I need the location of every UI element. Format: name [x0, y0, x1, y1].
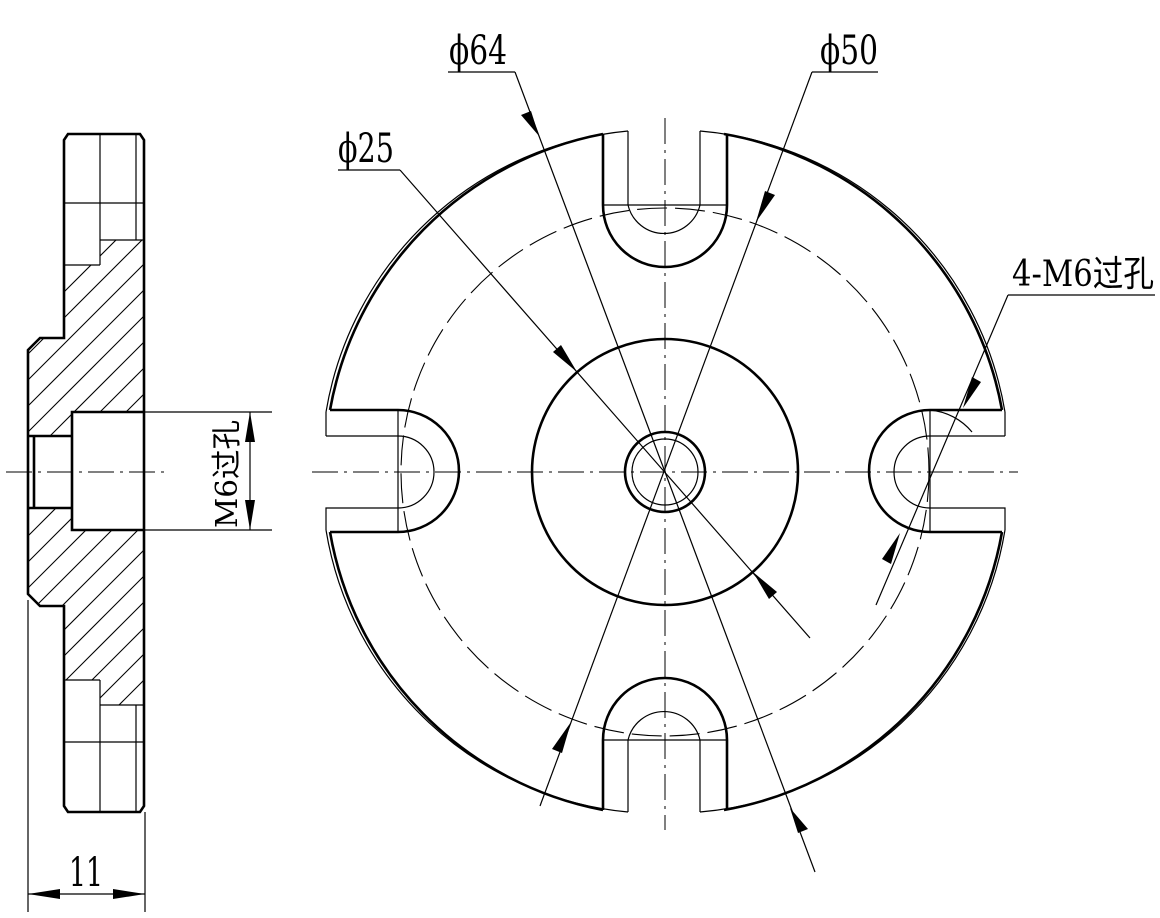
- right-slot-inner: [893, 412, 1006, 530]
- hatch-line: [28, 493, 143, 695]
- left-slot: [330, 408, 461, 534]
- m6-holes-arrow-bottom: [882, 533, 900, 564]
- bottom-slot-inner: [627, 710, 701, 812]
- hatch-line: [28, 363, 143, 565]
- dia50-arrow-top: [756, 191, 775, 222]
- lower-lug-outline: [62, 680, 146, 814]
- dia25-arrow-bottom: [753, 572, 777, 599]
- m6-holes-arc: [929, 409, 973, 433]
- dia64-label: ϕ64: [449, 28, 507, 74]
- m6-holes-arrow-top: [963, 377, 981, 408]
- dia50-label: ϕ50: [820, 28, 878, 74]
- hatch-line: [28, 240, 143, 409]
- top-slot-inner: [627, 131, 701, 235]
- m6-arrow-bottom: [245, 500, 255, 530]
- dia50-leader: [539, 71, 813, 807]
- bore-outline: [28, 410, 143, 532]
- m6-arrow-top: [245, 412, 255, 442]
- dia25-label: ϕ25: [338, 126, 394, 172]
- thickness-arrow-right: [113, 889, 145, 899]
- outer-rim: [328, 132, 1004, 812]
- bottom-slot: [601, 676, 729, 810]
- m6-holes-label: 4-M6过孔: [1012, 254, 1154, 295]
- hatch-line: [28, 467, 143, 669]
- dia64-arrow-bottom: [790, 808, 808, 833]
- upper-lug-outline: [62, 132, 146, 265]
- outer-rim-inner: [325, 130, 1006, 813]
- hatch-line: [28, 240, 143, 435]
- hatch-line: [28, 240, 143, 383]
- front-view: ϕ64 ϕ50 ϕ25 4-M6过孔: [312, 28, 1155, 873]
- hatch-line: [28, 389, 143, 591]
- m6-callout: M6过孔: [210, 420, 245, 528]
- dia25-leader: [399, 169, 811, 639]
- hatch-line: [28, 571, 143, 705]
- hatch-line: [28, 545, 143, 705]
- right-slot: [867, 408, 1002, 534]
- left-slot-inner: [325, 412, 435, 530]
- m6-holes-leader: [875, 294, 1009, 606]
- section-view: M6过孔 11: [6, 132, 272, 912]
- section-outline: [26, 240, 146, 705]
- dia25-arrow-top: [553, 345, 577, 372]
- hatch-line: [28, 259, 143, 461]
- hatch-line: [28, 285, 143, 487]
- hatch-line: [28, 415, 143, 617]
- flange-edge: [64, 240, 144, 265]
- dia50-arrow-bottom: [552, 722, 571, 753]
- thickness-label: 11: [69, 850, 103, 896]
- thickness-arrow-left: [28, 889, 60, 899]
- dia64-arrow-top: [521, 111, 539, 136]
